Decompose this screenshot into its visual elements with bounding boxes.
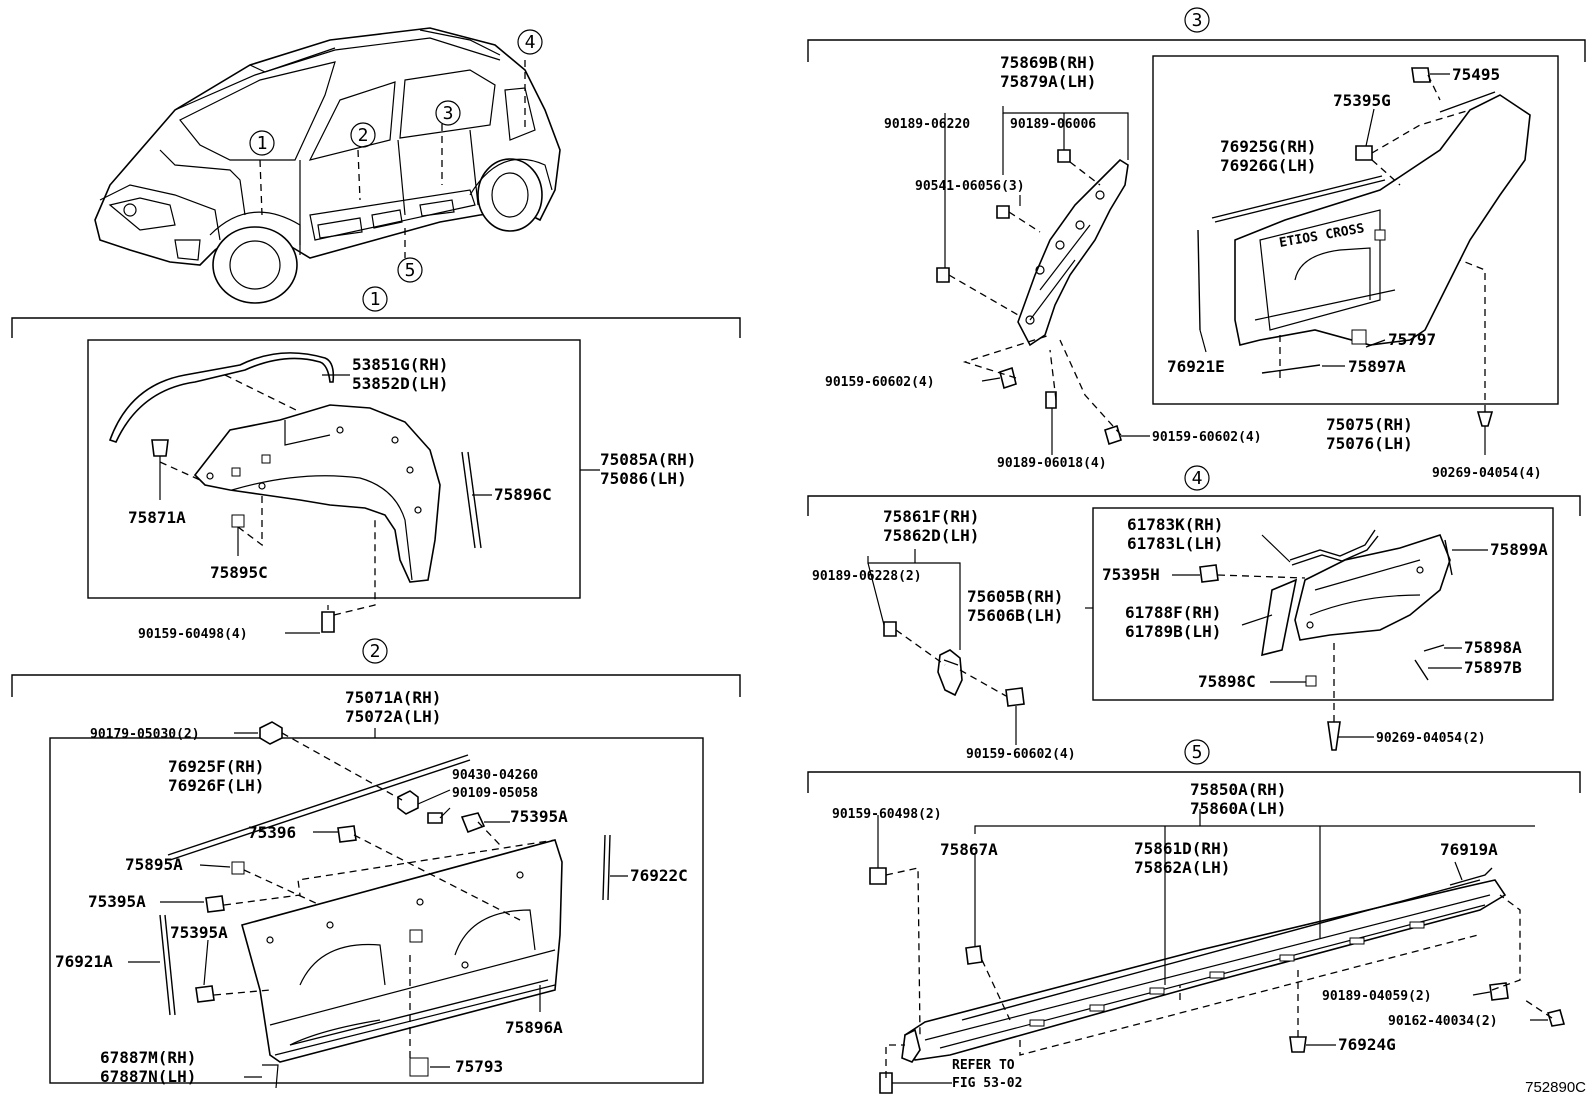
label-53851g: 53851G(RH) <box>352 355 448 374</box>
label-75086: 75086(LH) <box>600 469 687 488</box>
label-90269-04054-4: 90269-04054(4) <box>1432 466 1542 481</box>
label-90189-06006: 90189-06006 <box>1010 117 1096 132</box>
label-90159-60498-2: 90159-60498(2) <box>832 807 942 822</box>
label-75395a-left: 75395A <box>88 892 146 911</box>
label-75896c: 75896C <box>494 485 552 504</box>
label-75897b: 75897B <box>1464 658 1522 677</box>
label-75862d: 75862D(LH) <box>883 526 979 545</box>
section-4-number: 4 <box>1192 468 1203 489</box>
label-90162-40034: 90162-40034(2) <box>1388 1014 1498 1029</box>
label-75896a: 75896A <box>505 1018 563 1037</box>
label-90189-04059: 90189-04059(2) <box>1322 989 1432 1004</box>
label-75861d: 75861D(RH) <box>1134 839 1230 858</box>
callout-4-car: 4 <box>517 29 543 55</box>
label-75395a-top: 75395A <box>510 807 568 826</box>
label-75797: 75797 <box>1388 330 1436 349</box>
label-75867a: 75867A <box>940 840 998 859</box>
section-3-number: 3 <box>1192 10 1203 31</box>
label-61783l: 61783L(LH) <box>1127 534 1223 553</box>
section-3-rear-quarter: 3 ETIOS CROSS <box>807 7 1586 481</box>
label-75879a: 75879A(LH) <box>1000 72 1096 91</box>
label-75071a: 75071A(RH) <box>345 688 441 707</box>
label-90159-60602-a: 90159-60602(4) <box>825 375 935 390</box>
section-5-rocker-panel: 5 <box>807 739 1581 1094</box>
label-90159-60498: 90159-60498(4) <box>138 627 248 642</box>
label-76925f: 76925F(RH) <box>168 757 264 776</box>
diagram-id: 752890C <box>1525 1079 1586 1096</box>
label-90189-06018: 90189-06018(4) <box>997 456 1107 471</box>
section-1-number: 1 <box>370 289 381 310</box>
label-75605b: 75605B(RH) <box>967 587 1063 606</box>
car-overview-illustration <box>94 27 561 304</box>
svg-text:3: 3 <box>443 103 454 124</box>
label-75860a: 75860A(LH) <box>1190 799 1286 818</box>
label-90541-06056: 90541-06056(3) <box>915 179 1025 194</box>
section-1-front-wheel-arch: 1 53851G(RH) 5 <box>11 286 741 642</box>
label-75495: 75495 <box>1452 65 1500 84</box>
label-76924g: 76924G <box>1338 1035 1396 1054</box>
section-2-door-molding: 2 <box>11 638 741 1089</box>
label-75075: 75075(RH) <box>1326 415 1413 434</box>
section-4-rear-pillar: 4 <box>807 465 1581 762</box>
label-67887m: 67887M(RH) <box>100 1048 196 1067</box>
label-67887n: 67887N(LH) <box>100 1067 196 1086</box>
label-75395a-mid: 75395A <box>170 923 228 942</box>
label-76926g: 76926G(LH) <box>1220 156 1316 175</box>
refer-to-label: REFER TO <box>952 1058 1015 1073</box>
label-61783k: 61783K(RH) <box>1127 515 1223 534</box>
label-76921e: 76921E <box>1167 357 1225 376</box>
label-90189-06220: 90189-06220 <box>884 117 970 132</box>
section-2-number: 2 <box>370 641 381 662</box>
label-75395h: 75395H <box>1102 565 1160 584</box>
svg-text:4: 4 <box>525 32 536 53</box>
label-75898a: 75898A <box>1464 638 1522 657</box>
label-90189-06228: 90189-06228(2) <box>812 569 922 584</box>
label-75898c: 75898C <box>1198 672 1256 691</box>
svg-text:5: 5 <box>405 260 416 281</box>
label-76922c: 76922C <box>630 866 688 885</box>
label-90269-04054-2: 90269-04054(2) <box>1376 731 1486 746</box>
label-90179-05030: 90179-05030(2) <box>90 727 200 742</box>
label-75897a: 75897A <box>1348 357 1406 376</box>
label-75861f: 75861F(RH) <box>883 507 979 526</box>
label-75076: 75076(LH) <box>1326 434 1413 453</box>
label-75869b: 75869B(RH) <box>1000 53 1096 72</box>
label-75862a: 75862A(LH) <box>1134 858 1230 877</box>
label-75793: 75793 <box>455 1057 503 1076</box>
label-61788f: 61788F(RH) <box>1125 603 1221 622</box>
label-76919a: 76919A <box>1440 840 1498 859</box>
label-75606b: 75606B(LH) <box>967 606 1063 625</box>
label-76921a: 76921A <box>55 952 113 971</box>
label-90159-60602-c: 90159-60602(4) <box>966 747 1076 762</box>
callout-1-car: 1 <box>249 130 275 156</box>
label-75899a: 75899A <box>1490 540 1548 559</box>
refer-fig-label: FIG 53-02 <box>952 1076 1022 1091</box>
label-75396: 75396 <box>248 823 296 842</box>
callout-5-car: 5 <box>397 257 423 283</box>
label-75895c: 75895C <box>210 563 268 582</box>
section-5-number: 5 <box>1192 742 1203 763</box>
sill-clip-marks <box>1029 921 1425 1027</box>
label-53852d: 53852D(LH) <box>352 374 448 393</box>
label-75085a: 75085A(RH) <box>600 450 696 469</box>
label-75850a: 75850A(RH) <box>1190 780 1286 799</box>
label-90109-05058: 90109-05058 <box>452 786 538 801</box>
svg-text:2: 2 <box>358 125 369 146</box>
label-76926f: 76926F(LH) <box>168 776 264 795</box>
label-75871a: 75871A <box>128 508 186 527</box>
label-75895a: 75895A <box>125 855 183 874</box>
label-90159-60602-b: 90159-60602(4) <box>1152 430 1262 445</box>
label-90430-04260: 90430-04260 <box>452 768 538 783</box>
label-61789b: 61789B(LH) <box>1125 622 1221 641</box>
label-75072a: 75072A(LH) <box>345 707 441 726</box>
svg-text:1: 1 <box>257 133 268 154</box>
label-75395g: 75395G <box>1333 91 1391 110</box>
callout-2-car: 2 <box>350 122 376 148</box>
label-76925g: 76925G(RH) <box>1220 137 1316 156</box>
callout-3-car: 3 <box>435 100 461 126</box>
